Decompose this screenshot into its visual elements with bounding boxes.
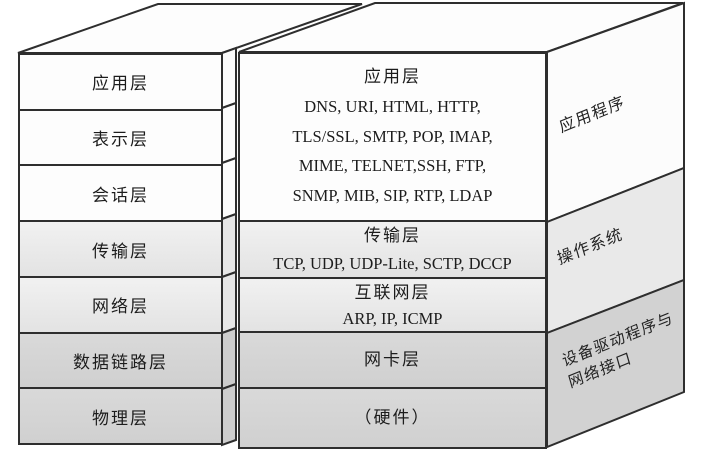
tcpip-section-transport: 传输层 TCP, UDP, UDP-Lite, SCTP, DCCP xyxy=(240,222,545,279)
tcpip-application-protocols-line4: SNMP, MIB, SIP, RTP, LDAP xyxy=(292,185,493,205)
osi-layer-presentation: 表示层 xyxy=(20,110,221,167)
osi-layer-label: 表示层 xyxy=(92,130,149,150)
osi-layer-physical: 物理层 xyxy=(20,389,221,444)
osi-layer-datalink: 数据链路层 xyxy=(20,333,221,390)
tcpip-application-title: 应用层 xyxy=(364,67,421,86)
tcpip-section-hardware: （硬件） xyxy=(240,389,545,447)
osi-layer-label: 网络层 xyxy=(92,297,149,317)
osi-layer-label: 数据链路层 xyxy=(73,352,168,372)
tcpip-transport-title: 传输层 xyxy=(364,226,421,245)
osi-layer-label: 传输层 xyxy=(92,241,149,261)
osi-layer-label: 会话层 xyxy=(92,185,149,205)
osi-layer-session: 会话层 xyxy=(20,166,221,223)
osi-layer-application: 应用层 xyxy=(20,55,221,111)
tcpip-stack: 应用层 DNS, URI, HTML, HTTP, TLS/SSL, SMTP,… xyxy=(238,52,547,449)
osi-box-side-sliver xyxy=(221,46,237,447)
tcpip-section-internet: 互联网层 ARP, IP, ICMP xyxy=(240,279,545,333)
tcpip-internet-protocols: ARP, IP, ICMP xyxy=(342,309,443,328)
tcpip-application-protocols-line3: MIME, TELNET,SSH, FTP, xyxy=(298,156,487,175)
tcpip-box-side-face xyxy=(546,1,685,449)
tcpip-section-nic: 网卡层 xyxy=(240,333,545,389)
osi-layer-network: 网络层 xyxy=(20,277,221,334)
tcpip-nic-title: 网卡层 xyxy=(364,350,421,369)
osi-layer-label: 物理层 xyxy=(92,408,149,428)
side-face-driver-area xyxy=(546,278,685,449)
osi-stack: 应用层 表示层 会话层 传输层 网络层 数据链路层 物理层 xyxy=(18,53,223,445)
tcpip-section-application: 应用层 DNS, URI, HTML, HTTP, TLS/SSL, SMTP,… xyxy=(240,54,545,222)
osi-layer-transport: 传输层 xyxy=(20,222,221,278)
tcpip-application-protocols-line2: TLS/SSL, SMTP, POP, IMAP, xyxy=(292,126,493,146)
tcpip-internet-title: 互联网层 xyxy=(354,283,431,302)
tcpip-application-protocols-line1: DNS, URI, HTML, HTTP, xyxy=(304,97,481,116)
tcpip-hardware-title: （硬件） xyxy=(354,408,431,427)
tcpip-transport-protocols: TCP, UDP, UDP-Lite, SCTP, DCCP xyxy=(273,254,512,273)
osi-layer-label: 应用层 xyxy=(92,74,149,94)
